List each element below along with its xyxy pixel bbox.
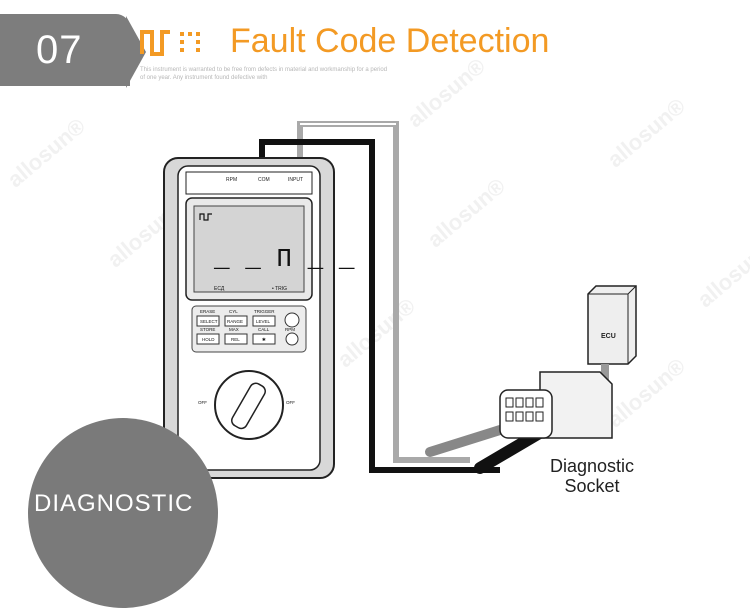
diagnostic-illustration: RPM COM INPUT _ _ П _ _ ЕСД • TRIG ERASE… xyxy=(163,121,637,479)
svg-text:✱: ✱ xyxy=(262,337,266,342)
svg-text:HOLD: HOLD xyxy=(202,337,215,342)
meter-port-input: INPUT xyxy=(288,177,303,183)
svg-text:CYL: CYL xyxy=(229,309,238,314)
gray-probe xyxy=(425,425,505,457)
svg-text:RANGE: RANGE xyxy=(227,319,243,324)
socket-label: Diagnostic Socket xyxy=(542,456,642,496)
svg-text:LEVEL: LEVEL xyxy=(256,319,271,324)
meter-port-rpm: RPM xyxy=(226,177,237,183)
meter-display-left: ЕСД xyxy=(214,286,225,292)
step-number: 07 xyxy=(36,28,83,72)
pulse-waveform-icon xyxy=(140,30,200,56)
svg-text:OFF: OFF xyxy=(286,400,295,405)
meter-port-com: COM xyxy=(258,177,270,183)
svg-text:OFF: OFF xyxy=(198,400,207,405)
svg-text:RPM: RPM xyxy=(285,327,295,332)
socket-label-line2: Socket xyxy=(564,476,620,496)
section-label: DIAGNOSTIC xyxy=(34,490,194,517)
svg-text:CALL: CALL xyxy=(258,327,270,332)
diagnostic-socket xyxy=(499,371,613,439)
svg-text:TRIGGER: TRIGGER xyxy=(254,309,275,314)
step-badge xyxy=(0,14,130,86)
svg-text:ERASE: ERASE xyxy=(200,309,215,314)
socket-label-line1: Diagnostic xyxy=(549,456,635,476)
multimeter xyxy=(163,157,335,479)
page-title: Fault Code Detection xyxy=(230,22,550,60)
black-test-lead xyxy=(259,139,500,473)
meter-reading: _ _ П _ _ xyxy=(213,244,355,274)
svg-text:STORE: STORE xyxy=(200,327,215,332)
ecu-label: ECU xyxy=(601,333,616,340)
svg-text:SELECT: SELECT xyxy=(200,319,218,324)
svg-text:MAX: MAX xyxy=(229,327,239,332)
page-subtitle: This instrument is warranted to be free … xyxy=(140,67,388,81)
meter-display-right: • TRIG xyxy=(272,286,287,292)
ecu-box xyxy=(587,285,637,380)
svg-text:REL: REL xyxy=(231,337,240,342)
